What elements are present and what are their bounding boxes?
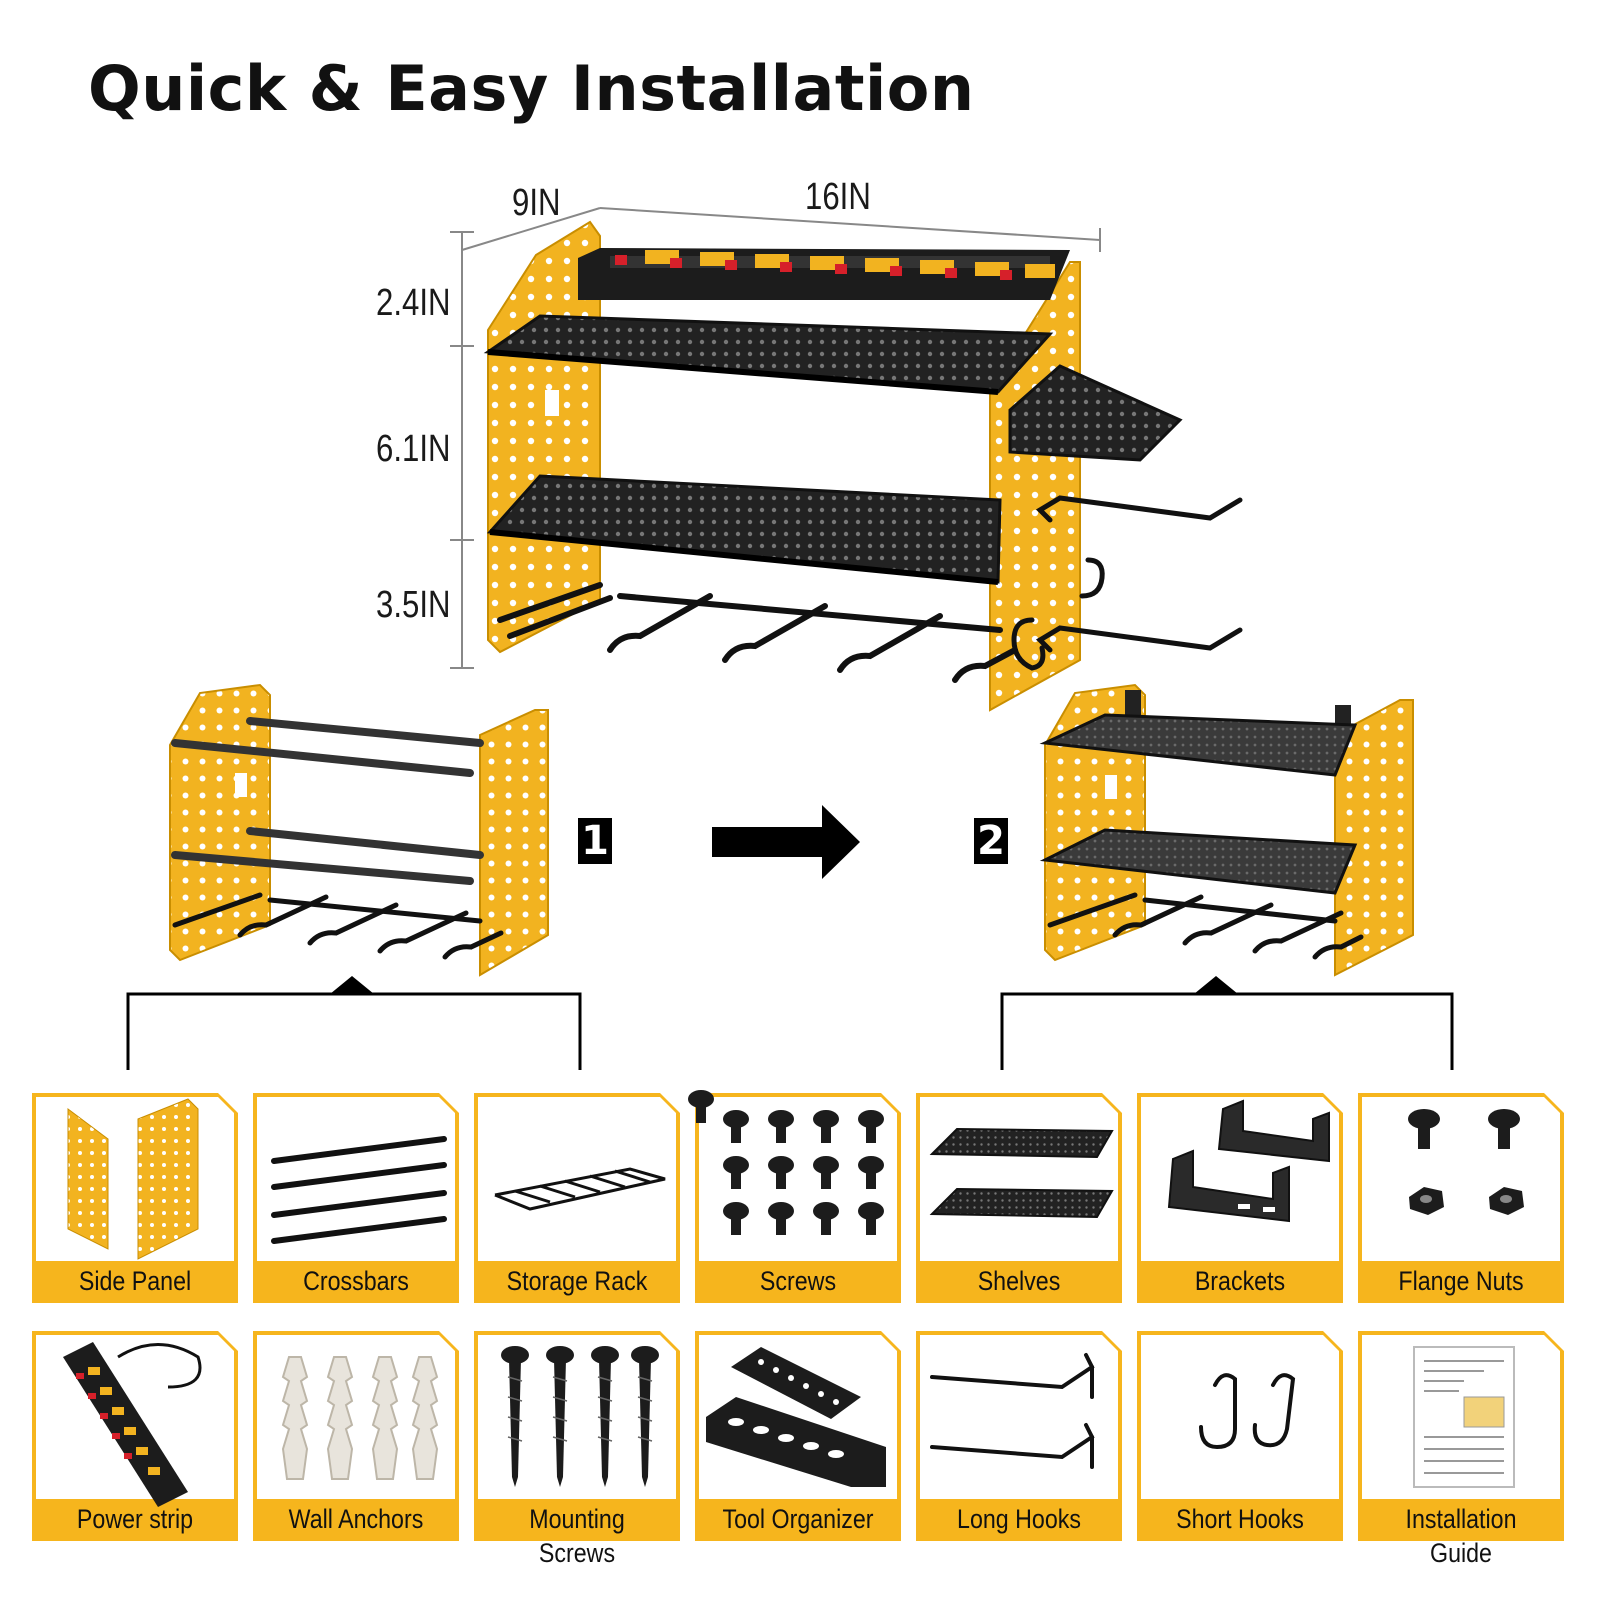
depth-dimension-label: 9IN <box>512 182 561 224</box>
part-card-short-hooks: Short Hooks <box>1137 1331 1343 1541</box>
part-card-long-hooks: Long Hooks <box>916 1331 1122 1541</box>
part-label: Brackets <box>1194 1266 1286 1296</box>
flange-nuts-icon <box>1408 1109 1524 1215</box>
part-card-mounting-screws: Mounting Screws <box>474 1331 680 1568</box>
arrow-right-icon <box>712 805 860 879</box>
part-card-flange-nuts: Flange Nuts <box>1358 1093 1564 1303</box>
step-2-rack-illustration <box>1039 683 1414 977</box>
part-card-shelves: Shelves <box>916 1093 1122 1303</box>
page-title: Quick & Easy Installation <box>88 52 975 125</box>
part-label: Mounting Screws <box>529 1504 625 1568</box>
part-label: Screws <box>759 1266 837 1296</box>
mounting-screws-icon <box>501 1346 659 1487</box>
part-label: Power strip <box>76 1504 194 1534</box>
connector-lines <box>126 976 1454 1070</box>
part-card-side-panel: Side Panel <box>32 1093 238 1303</box>
part-label: Short Hooks <box>1176 1504 1304 1534</box>
part-card-crossbars: Crossbars <box>253 1093 459 1303</box>
rack-drawing <box>483 220 1243 712</box>
part-label: Long Hooks <box>957 1504 1081 1534</box>
part-label: Storage Rack <box>506 1266 648 1296</box>
part-label: Installation Guide <box>1405 1504 1517 1568</box>
part-label: Crossbars <box>303 1266 409 1296</box>
assembled-rack-illustration: 9IN 16IN 2.4IN 6.1IN 3.5IN <box>0 0 1600 720</box>
screws-icon <box>688 1090 884 1235</box>
part-card-storage-rack: Storage Rack <box>474 1093 680 1303</box>
part-label: Tool Organizer <box>722 1504 874 1534</box>
part-label: Flange Nuts <box>1398 1266 1524 1296</box>
wall-anchors-icon <box>281 1356 439 1480</box>
short-hooks-icon <box>1199 1373 1296 1450</box>
part-card-screws: Screws <box>688 1090 901 1303</box>
side-panel-icon <box>67 1098 199 1260</box>
tool-organizer-icon <box>706 1347 886 1487</box>
width-dimension-label: 16IN <box>805 176 871 218</box>
shelves-icon <box>929 1127 1114 1219</box>
installation-guide-icon <box>1413 1346 1515 1488</box>
long-hooks-icon <box>930 1353 1095 1469</box>
dimension-lines <box>450 207 1101 669</box>
part-card-wall-anchors: Wall Anchors <box>253 1331 459 1541</box>
middle-height-dimension-label: 6.1IN <box>376 428 451 470</box>
part-label: Side Panel <box>78 1266 192 1296</box>
step-2-badge: 2 <box>974 818 1008 864</box>
storage-rack-icon <box>494 1167 666 1211</box>
part-label: Wall Anchors <box>288 1504 424 1534</box>
part-card-brackets: Brackets <box>1137 1093 1343 1303</box>
part-card-power-strip: Power strip <box>32 1331 238 1541</box>
power-strip-icon <box>63 1342 202 1507</box>
part-label: Shelves <box>977 1266 1061 1296</box>
crossbars-icon <box>271 1136 447 1244</box>
step-1-badge: 1 <box>578 818 612 864</box>
part-card-installation-guide: Installation Guide <box>1358 1331 1564 1568</box>
step-1-rack-illustration <box>169 683 549 977</box>
part-card-tool-organizer: Tool Organizer <box>695 1331 901 1541</box>
top-height-dimension-label: 2.4IN <box>376 282 451 324</box>
bottom-height-dimension-label: 3.5IN <box>376 584 451 626</box>
brackets-icon <box>1167 1099 1330 1223</box>
